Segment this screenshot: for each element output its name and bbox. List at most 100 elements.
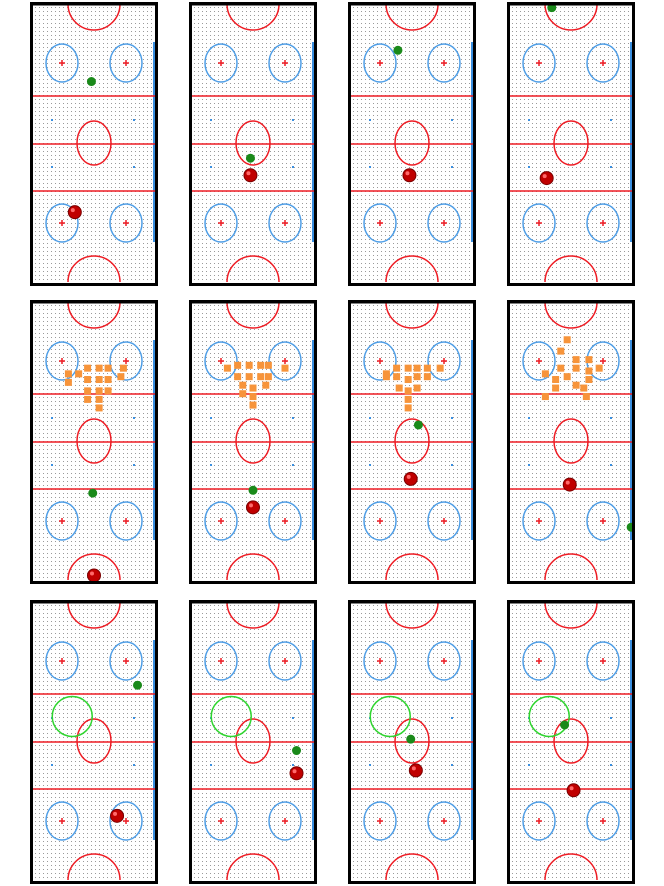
puck-highlight — [113, 811, 118, 816]
player — [393, 45, 403, 55]
rink-panel — [30, 600, 158, 884]
neutral-mark — [51, 119, 53, 121]
puck-highlight — [405, 171, 410, 176]
faceoff-circle — [427, 341, 461, 381]
faceoff-circle — [363, 341, 397, 381]
neutral-mark — [528, 166, 530, 168]
block — [404, 404, 412, 412]
neutral-mark — [133, 717, 135, 719]
puck — [243, 168, 258, 183]
center-circle — [394, 120, 430, 166]
faceoff-circle — [363, 43, 397, 83]
faceoff-circle — [268, 43, 302, 83]
rink-panel — [507, 2, 635, 286]
faceoff-circle — [268, 801, 302, 841]
faceoff-circle — [109, 43, 143, 83]
block — [117, 373, 125, 381]
block — [413, 373, 421, 381]
goal-crease-top — [385, 601, 439, 629]
faceoff-circle — [45, 501, 79, 541]
neutral-mark — [369, 417, 371, 419]
puck — [67, 205, 82, 220]
rink-svg — [189, 2, 317, 286]
puck — [566, 783, 581, 798]
puck — [403, 471, 418, 486]
faceoff-circle — [268, 641, 302, 681]
block — [541, 393, 549, 401]
center-circle — [235, 718, 271, 764]
player — [245, 153, 255, 163]
center-circle — [235, 120, 271, 166]
player — [560, 720, 570, 730]
block — [395, 384, 403, 392]
faceoff-circle — [45, 43, 79, 83]
faceoff-circle — [522, 501, 556, 541]
block — [84, 376, 92, 384]
neutral-mark — [210, 764, 212, 766]
faceoff-circle — [204, 641, 238, 681]
puck-highlight — [542, 174, 547, 179]
rink-panel — [507, 600, 635, 884]
neutral-mark — [292, 417, 294, 419]
rink-panel — [30, 300, 158, 584]
faceoff-circle — [204, 43, 238, 83]
neutral-mark — [292, 464, 294, 466]
puck — [246, 500, 260, 515]
faceoff-circle — [586, 801, 620, 841]
neutral-mark — [210, 166, 212, 168]
faceoff-circle — [363, 641, 397, 681]
block — [249, 393, 257, 401]
faceoff-circle — [427, 641, 461, 681]
faceoff-circle — [109, 801, 143, 841]
goal-crease-bottom — [544, 853, 598, 881]
block — [95, 395, 103, 403]
neutral-mark — [210, 464, 212, 466]
center-circle — [76, 718, 112, 764]
block — [404, 387, 412, 395]
puck-highlight — [70, 208, 75, 213]
player — [248, 485, 258, 495]
neutral-mark — [292, 764, 294, 766]
rink-svg — [348, 300, 476, 584]
neutral-mark — [451, 717, 453, 719]
rink-panel — [348, 2, 476, 286]
faceoff-circle — [586, 641, 620, 681]
neutral-mark — [51, 764, 53, 766]
block — [223, 364, 231, 372]
block — [84, 395, 92, 403]
center-circle — [76, 418, 112, 464]
rink-svg — [348, 2, 476, 286]
center-circle — [76, 120, 112, 166]
neutral-mark — [528, 464, 530, 466]
player — [133, 680, 143, 690]
block — [563, 336, 571, 344]
block — [585, 356, 593, 364]
rink-svg — [30, 600, 158, 884]
block — [572, 364, 580, 372]
goal-crease-bottom — [67, 255, 121, 283]
faceoff-circle — [522, 203, 556, 243]
faceoff-circle — [109, 501, 143, 541]
puck-highlight — [406, 474, 411, 479]
neutral-mark — [610, 717, 612, 719]
goal-crease-top — [226, 601, 280, 629]
rink-svg — [348, 600, 476, 884]
rink-panel — [30, 2, 158, 286]
rink-svg — [30, 300, 158, 584]
block — [595, 364, 603, 372]
goal-crease-bottom — [544, 255, 598, 283]
block — [257, 361, 265, 369]
neutral-mark — [369, 464, 371, 466]
neutral-mark — [133, 119, 135, 121]
block — [104, 376, 112, 384]
neutral-mark — [210, 417, 212, 419]
block — [95, 404, 103, 412]
neutral-mark — [610, 764, 612, 766]
block — [95, 387, 103, 395]
faceoff-circle — [363, 801, 397, 841]
rink-svg — [507, 300, 635, 584]
goal-crease-bottom — [385, 853, 439, 881]
block — [104, 364, 112, 372]
neutral-mark — [610, 166, 612, 168]
faceoff-circle — [109, 341, 143, 381]
